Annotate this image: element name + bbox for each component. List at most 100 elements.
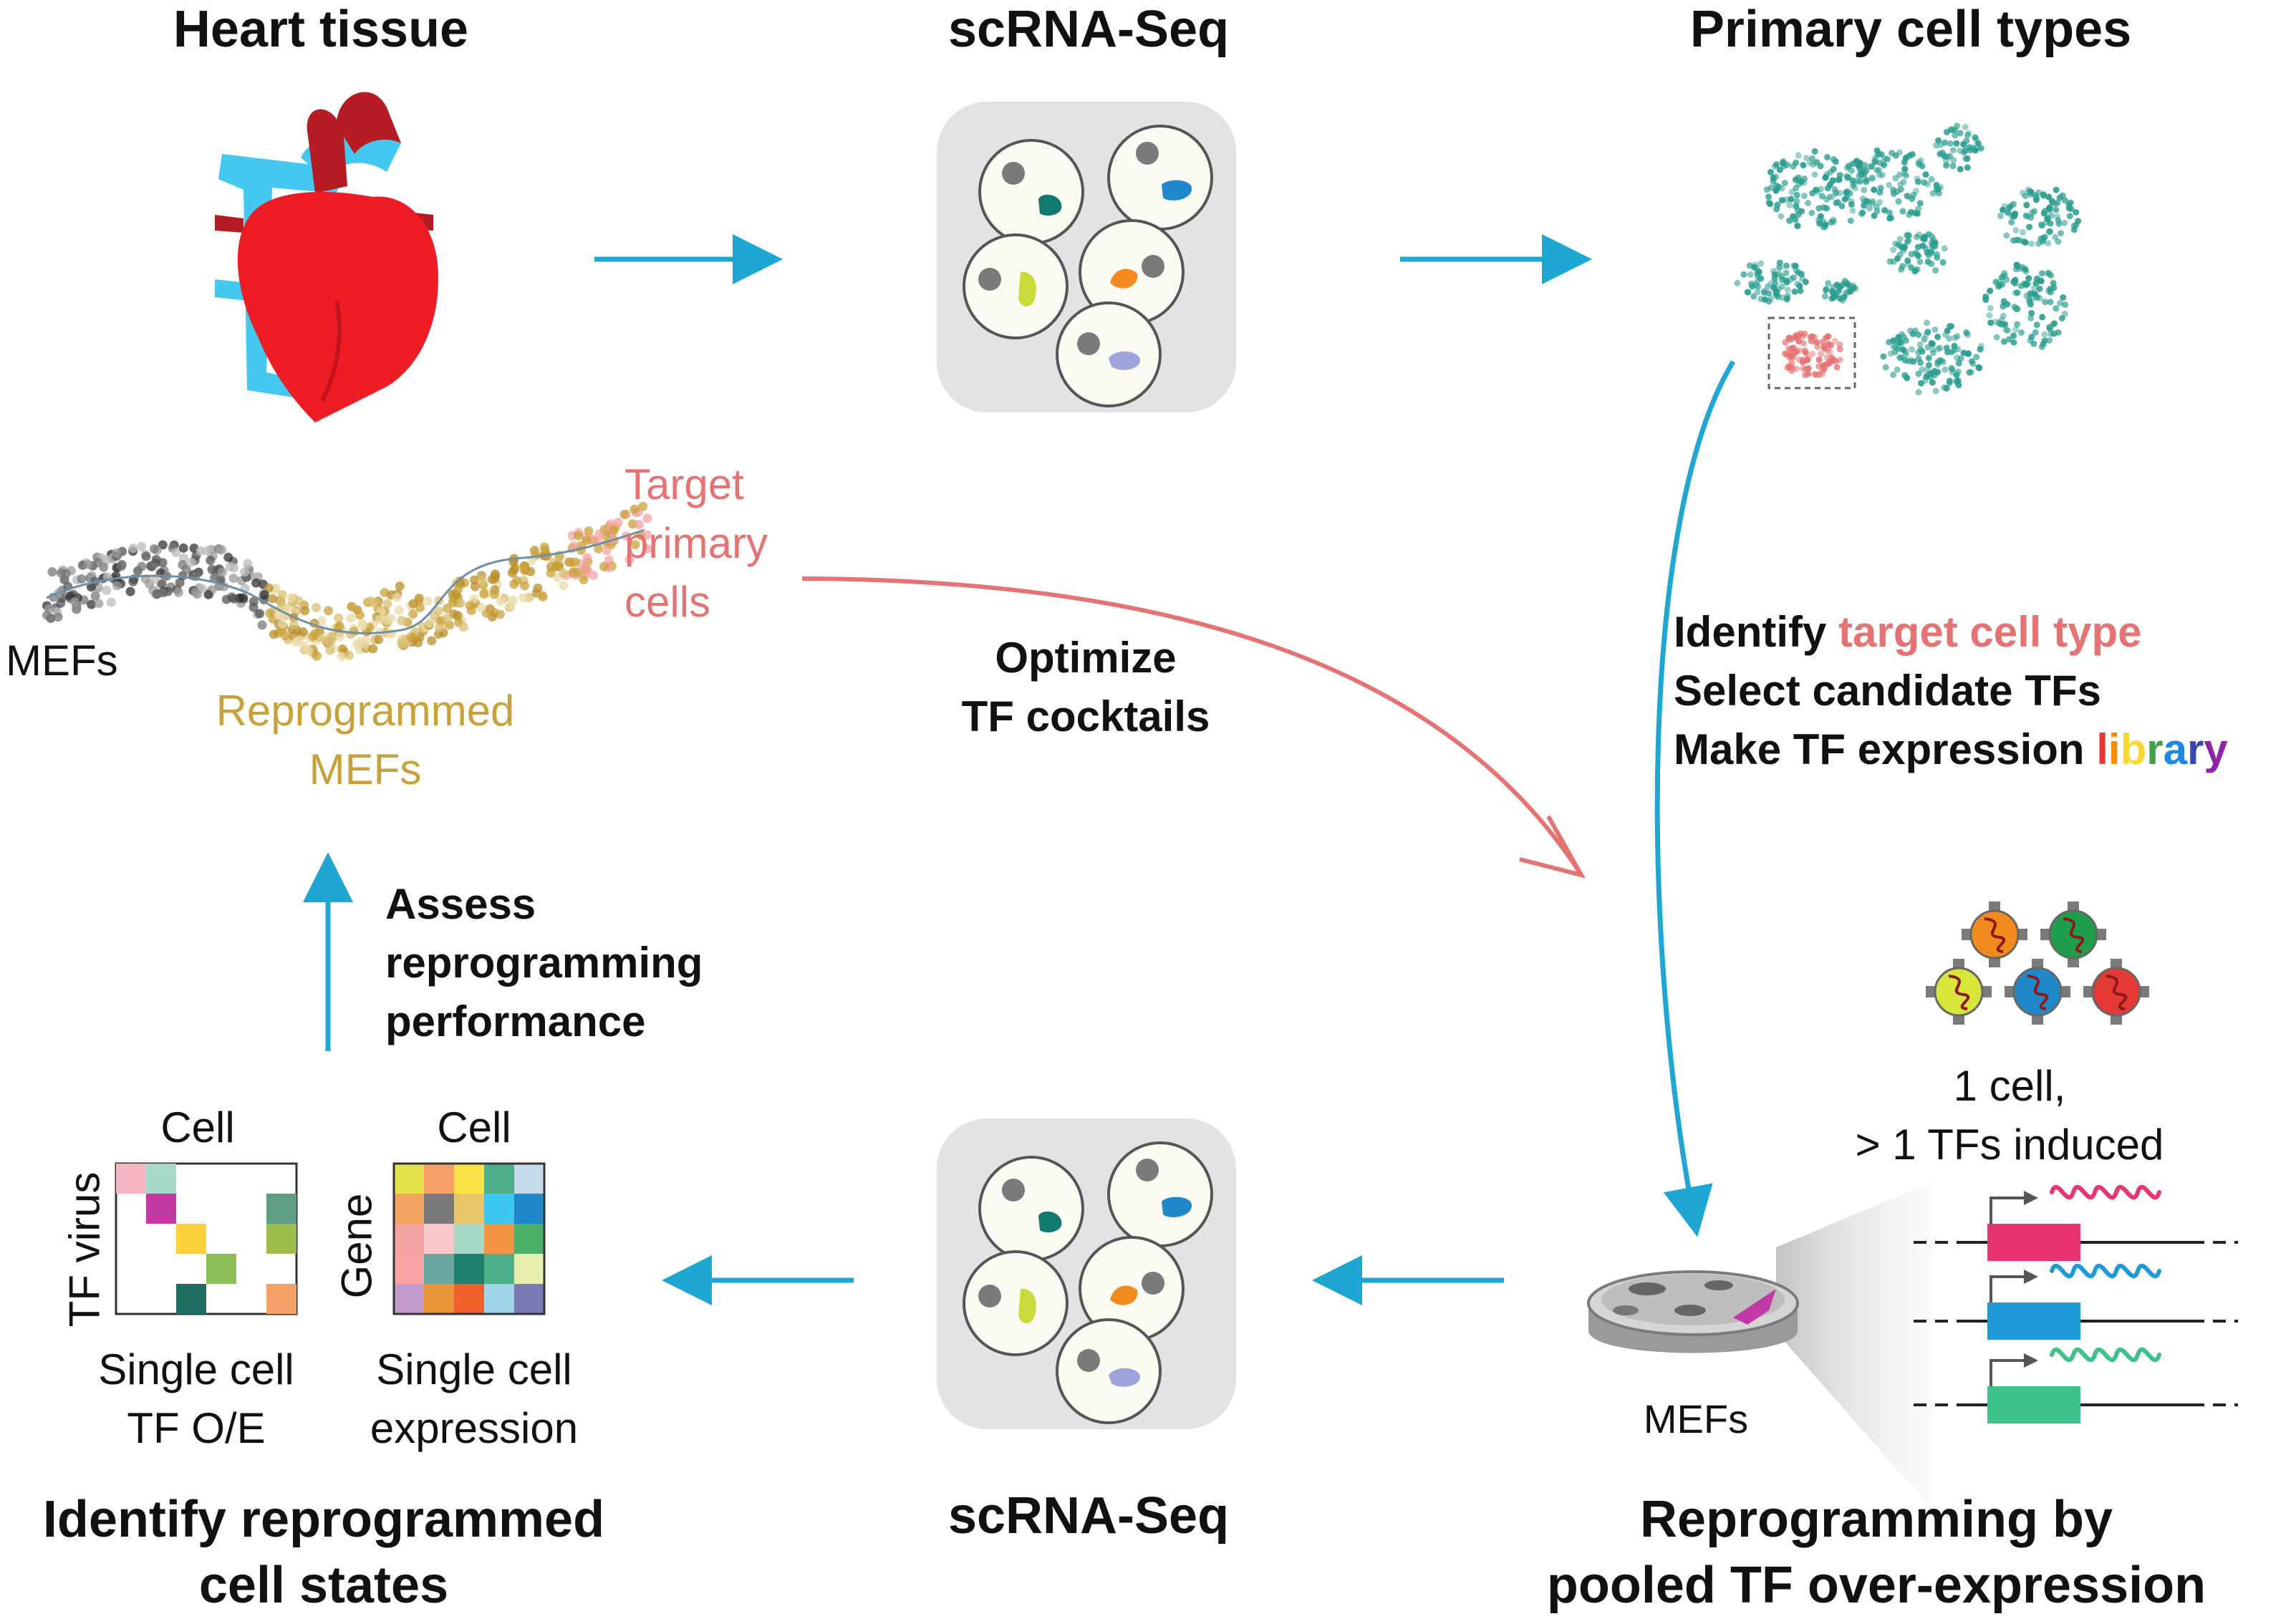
trajectory-dot (217, 567, 227, 577)
heart-tissue-title: Heart tissue (173, 1, 469, 58)
cluster-dot (1780, 160, 1787, 168)
cluster-dot (1850, 282, 1857, 289)
trajectory-scatter (42, 501, 652, 662)
petri-dish-icon (1587, 1181, 1934, 1511)
cluster-dot (1825, 279, 1832, 286)
cluster-dot (1829, 284, 1836, 291)
trajectory-dot (569, 541, 579, 551)
cluster-dot (1924, 329, 1931, 336)
trajectory-dot (269, 629, 279, 639)
trajectory-dot (642, 530, 652, 540)
trajectory-dot (323, 606, 333, 616)
cluster-dot (2032, 329, 2039, 336)
cluster-dot (1844, 164, 1851, 171)
trajectory-dot (157, 579, 167, 589)
target-cluster-dot (1818, 351, 1825, 358)
cluster-dot (1941, 384, 1948, 391)
trajectory-dot (87, 599, 97, 609)
trajectory-dot (613, 518, 623, 528)
cluster-dot (1869, 175, 1876, 182)
cluster-dot (1753, 264, 1760, 271)
cluster-dot (1797, 287, 1804, 294)
induced-label: 1 cell, > 1 TFs induced (1855, 1062, 2164, 1169)
trajectory-dot (280, 631, 290, 641)
trajectory-dot (265, 608, 275, 618)
cluster-dot (1821, 293, 1828, 300)
matrix-cell (424, 1224, 454, 1254)
trajectory-dot (291, 637, 302, 647)
trajectory-dot (178, 560, 188, 570)
matrix-cell (514, 1254, 544, 1284)
cluster-dot (2062, 197, 2069, 204)
cluster-dot (2001, 272, 2008, 279)
cluster-dot (1986, 311, 1993, 319)
cluster-dot (1772, 173, 1780, 180)
cluster-dot (1830, 218, 1837, 226)
trajectory-dot (56, 568, 66, 578)
trajectory-dot (634, 520, 644, 530)
cluster-dot (1788, 276, 1795, 283)
cluster-dot (1772, 187, 1780, 194)
cluster-dot (1762, 296, 1769, 303)
cluster-dot (1895, 339, 1902, 347)
cluster-dot (2053, 305, 2060, 312)
cluster-dot (2001, 321, 2008, 328)
cluster-dot (1793, 198, 1800, 205)
cluster-dot (2028, 240, 2035, 247)
trajectory-dot (94, 599, 104, 609)
cluster-dot (1964, 132, 1971, 139)
cluster-dot (1765, 290, 1772, 297)
trajectory-dot (369, 598, 379, 608)
cluster-dot (2073, 208, 2080, 216)
matrix-cell (146, 1164, 176, 1194)
cluster-dot (2010, 279, 2017, 286)
cluster-dot (1850, 180, 1857, 188)
cluster-dot (1809, 155, 1816, 162)
cluster-dot (1964, 350, 1972, 357)
cluster-dot (1904, 231, 1911, 238)
target-cluster-dot (1831, 337, 1838, 344)
cluster-dot (1861, 162, 1868, 169)
trajectory-dot (374, 634, 384, 644)
matrix-cell (176, 1284, 206, 1314)
trajectory-dot (137, 561, 147, 571)
cluster-dot (1977, 346, 1984, 353)
cluster-dot (1788, 188, 1795, 195)
cluster-dot (2061, 219, 2068, 226)
cluster-dot (1866, 205, 1873, 212)
matrix-cell (484, 1194, 514, 1224)
cluster-dot (1811, 171, 1818, 178)
cluster-dot (2020, 189, 2027, 196)
cluster-dot (1910, 191, 1917, 198)
cluster-dot (1778, 213, 1785, 220)
optimize-label: Optimize TF cocktails (961, 634, 1210, 740)
cluster-dot (2022, 238, 2029, 246)
cluster-dot (1876, 199, 1884, 206)
cluster-dot (2041, 337, 2048, 344)
trajectory-dot (602, 546, 612, 556)
trajectory-dot (566, 558, 576, 568)
cluster-dot (1898, 354, 1905, 361)
trajectory-dot (207, 564, 217, 574)
cluster-dot (1890, 190, 1897, 198)
library-letter: l (2096, 725, 2108, 773)
cluster-dot (2057, 299, 2064, 306)
cluster-dot (1886, 209, 1893, 216)
trajectory-dot (352, 639, 362, 649)
cluster-dot (2033, 322, 2040, 329)
trajectory-dot (83, 559, 93, 569)
cluster-dot (1836, 284, 1843, 291)
trajectory-dot (334, 613, 344, 623)
cluster-dot (1902, 351, 1909, 358)
trajectory-dot (458, 622, 468, 632)
cluster-dot (1781, 179, 1788, 186)
target-cluster-dot (1833, 364, 1841, 371)
cluster-dot (1969, 360, 1977, 367)
trajectory-dot (277, 619, 287, 629)
cluster-dot (2070, 226, 2078, 233)
tf-construct (1914, 1184, 2238, 1261)
trajectory-dot (173, 588, 183, 598)
trajectory-dot (149, 544, 159, 554)
cluster-dot (1871, 212, 1878, 219)
trajectory-dot (479, 589, 489, 599)
